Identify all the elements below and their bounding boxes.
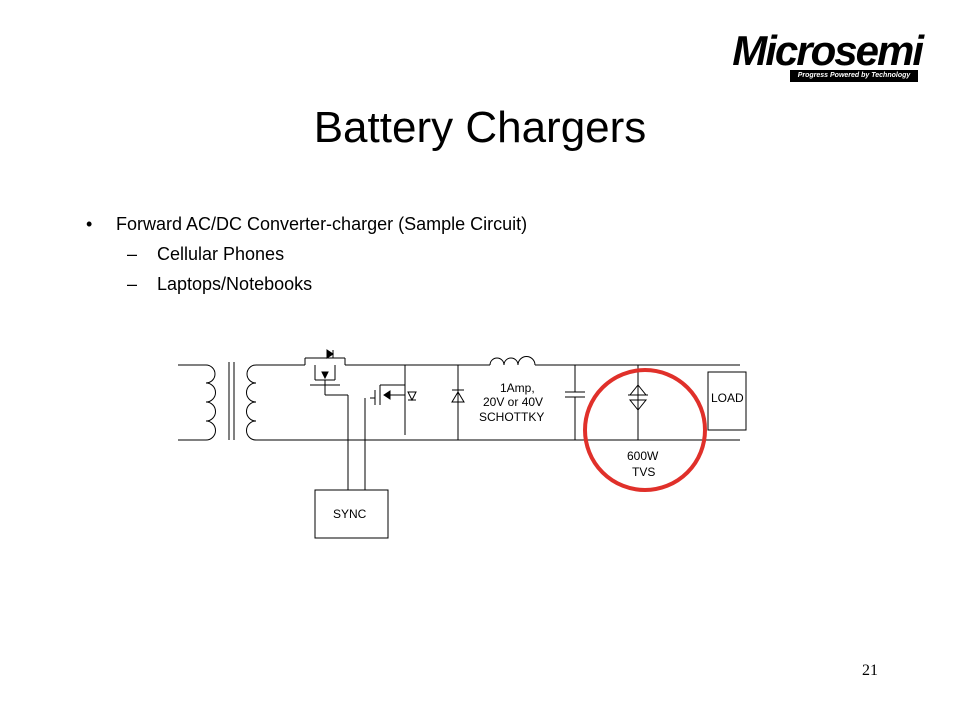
load-label: LOAD (711, 391, 744, 405)
sync-label: SYNC (333, 507, 367, 521)
tvs-highlight-circle (583, 368, 707, 492)
page-number: 21 (862, 662, 878, 679)
load-box (707, 371, 747, 431)
mosfet-1 (310, 349, 349, 450)
tvs-label-line-2: TVS (632, 465, 655, 479)
transformer (178, 362, 257, 441)
dash-icon: – (127, 274, 138, 294)
sub-bullet-text: Laptops/Notebooks (157, 274, 313, 294)
microsemi-logo: Microsemi Progress Powered by Technology (718, 27, 924, 84)
bullet-text: Forward AC/DC Converter-charger (Sample … (116, 214, 528, 234)
sync-box (314, 489, 389, 539)
tvs-diode (628, 365, 648, 440)
sub-bullet-item: – Cellular Phones (86, 244, 527, 274)
diode-label-line-3: SCHOTTKY (479, 410, 544, 424)
sub-bullet-text: Cellular Phones (157, 244, 285, 264)
bullet-list: • Forward AC/DC Converter-charger (Sampl… (86, 214, 527, 304)
schottky-diode (451, 365, 465, 440)
sub-bullet-item: – Laptops/Notebooks (86, 274, 527, 304)
circuit-diagram: 1Amp, 20V or 40V SCHOTTKY 600W TVS LOAD … (178, 349, 747, 539)
logo-tagline: Progress Powered by Technology (790, 70, 918, 82)
inductor (489, 356, 536, 366)
capacitor (565, 365, 585, 440)
bullet-item: • Forward AC/DC Converter-charger (Sampl… (86, 214, 527, 244)
logo-wordmark: Microsemi (732, 27, 924, 74)
mosfet-2 (364, 365, 417, 490)
slide-title: Battery Chargers (313, 103, 647, 152)
tvs-label-line-1: 600W (627, 449, 659, 463)
bullet-dot-icon: • (86, 214, 93, 234)
dash-icon: – (127, 244, 138, 264)
diode-label-line-1: 1Amp, (500, 381, 535, 395)
diode-label-line-2: 20V or 40V (483, 395, 543, 409)
